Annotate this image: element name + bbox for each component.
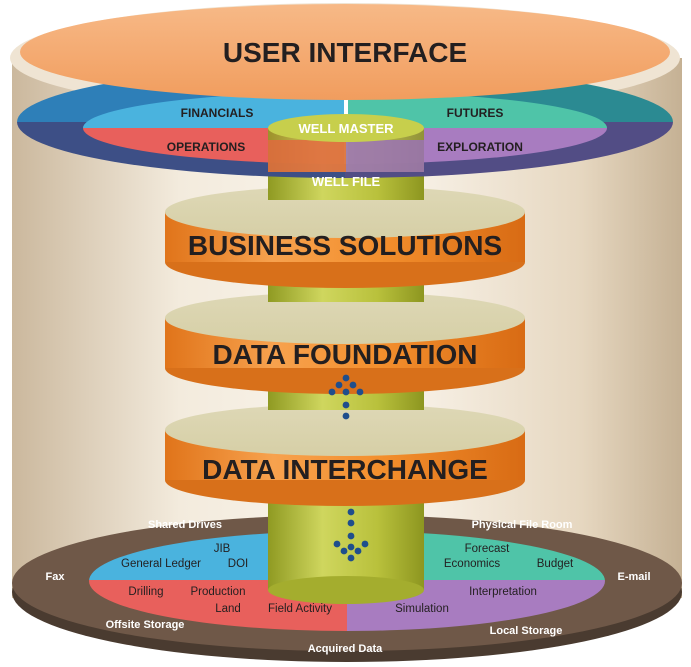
label-budget: Budget	[537, 558, 574, 570]
down-arrow-icon	[333, 508, 369, 562]
label-operations: OPERATIONS	[167, 140, 245, 154]
layer-business-solutions: BUSINESS SOLUTIONS	[188, 230, 502, 261]
label-local-storage: Local Storage	[490, 625, 563, 637]
label-economics: Economics	[444, 558, 500, 570]
disc-data-interchange: DATA INTERCHANGE	[165, 404, 525, 506]
label-land: Land	[215, 603, 241, 615]
disc-business-solutions: BUSINESS SOLUTIONS	[165, 186, 525, 288]
well-master-core: WELL MASTER WELL FILE	[268, 114, 424, 189]
label-fax: Fax	[46, 571, 66, 583]
label-futures: FUTURES	[447, 106, 504, 120]
label-jib: JIB	[214, 543, 231, 555]
label-physical-file-room: Physical File Room	[472, 519, 573, 531]
label-offsite-storage: Offsite Storage	[106, 619, 185, 631]
label-doi: DOI	[228, 558, 248, 570]
label-general-ledger: General Ledger	[121, 558, 201, 570]
label-drilling: Drilling	[128, 586, 163, 598]
label-simulation: Simulation	[395, 603, 449, 615]
label-field-activity: Field Activity	[268, 603, 332, 615]
layer-data-foundation: DATA FOUNDATION	[213, 339, 478, 370]
layer-data-interchange: DATA INTERCHANGE	[202, 454, 488, 485]
layer-user-interface: USER INTERFACE	[223, 37, 467, 68]
well-file-label: WELL FILE	[312, 174, 381, 189]
label-acquired-data: Acquired Data	[308, 643, 383, 655]
label-email: E-mail	[617, 571, 650, 583]
label-exploration: EXPLORATION	[437, 140, 523, 154]
label-shared-drives: Shared Drives	[148, 519, 222, 531]
label-production: Production	[191, 586, 246, 598]
label-forecast: Forecast	[465, 543, 511, 555]
label-interpretation: Interpretation	[469, 586, 537, 598]
well-master-label: WELL MASTER	[298, 121, 394, 136]
bidirectional-arrow-icon	[328, 374, 364, 420]
label-financials: FINANCIALS	[181, 106, 254, 120]
user-interface-layer: USER INTERFACE	[20, 4, 670, 100]
disc-data-foundation: DATA FOUNDATION	[165, 292, 525, 394]
